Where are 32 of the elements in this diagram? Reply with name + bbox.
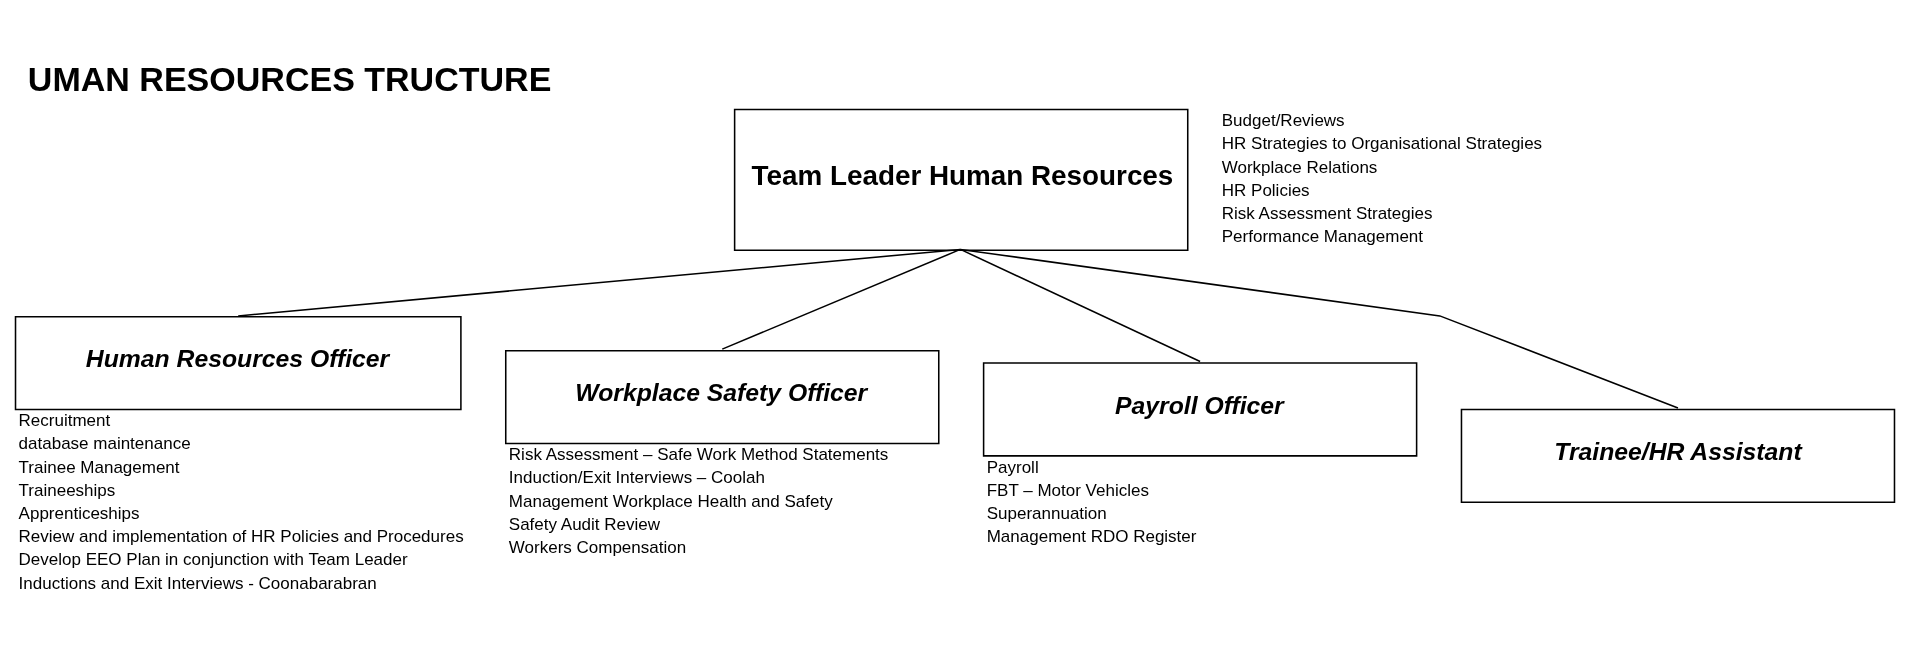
node-label: Induction/Exit Interviews – Coolah xyxy=(508,468,765,488)
node-label: Payroll xyxy=(986,457,1039,477)
node-label: Traineeships xyxy=(18,480,116,500)
connector xyxy=(721,248,962,350)
node-label: Superannuation xyxy=(986,503,1107,523)
node-box: Team Leader Human Resources xyxy=(733,108,1189,251)
node-label: HR Policies xyxy=(1221,180,1310,200)
node-label: Management RDO Register xyxy=(986,527,1197,547)
connector xyxy=(959,248,1679,409)
node-label: Trainee Management xyxy=(18,457,180,477)
node-label: Performance Management xyxy=(1221,227,1424,247)
node-label: Risk Assessment – Safe Work Method Statements xyxy=(508,445,889,465)
node-label: FBT – Motor Vehicles xyxy=(986,480,1149,500)
node-label: Review and implementation of HR Policies and Procedures xyxy=(18,527,464,547)
diagram-title: UMAN RESOURCES TRUCTURE xyxy=(27,60,552,99)
node-label: Workers Compensation xyxy=(508,537,687,557)
node-label: Workplace Relations xyxy=(1221,157,1378,177)
node-box: Human Resources Officer xyxy=(14,315,462,411)
node-label: Budget/Reviews xyxy=(1221,111,1345,131)
node-box: Workplace Safety Officer xyxy=(504,349,940,445)
connector xyxy=(959,248,1201,363)
node-label: Apprenticeships xyxy=(18,503,140,523)
node-label: Risk Assessment Strategies xyxy=(1221,203,1433,223)
node-box: Payroll Officer xyxy=(982,362,1418,457)
node-label: database maintenance xyxy=(18,434,191,454)
node-label: HR Strategies to Organisational Strategies xyxy=(1221,134,1543,154)
node-label: Recruitment xyxy=(18,411,111,431)
node-label: Safety Audit Review xyxy=(508,514,661,534)
node-label: Develop EEO Plan in conjunction with Team Leader xyxy=(18,550,408,570)
node-box: Trainee/HR Assistant xyxy=(1460,408,1896,504)
node-label: Management Workplace Health and Safety xyxy=(508,491,833,511)
node-label: Inductions and Exit Interviews - Coonabarabran xyxy=(18,573,377,593)
